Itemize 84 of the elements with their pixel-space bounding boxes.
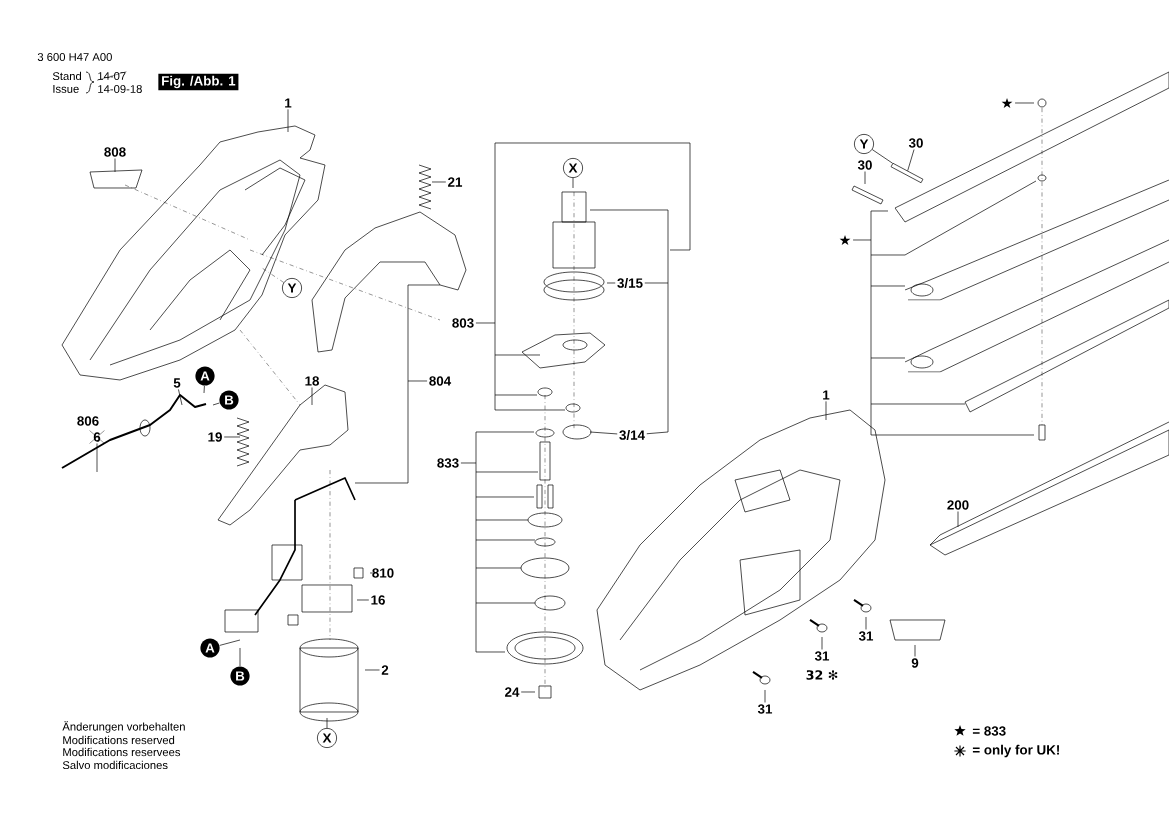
connection-letter: A <box>200 638 220 658</box>
callout-number: 808 <box>104 147 126 157</box>
leader-line <box>96 443 98 473</box>
reference-letter: Y <box>282 278 302 298</box>
leader-line <box>764 689 766 703</box>
callout-number: 810 <box>372 568 394 578</box>
leader-line <box>287 109 289 133</box>
note-text: 14-09-18 <box>98 85 142 93</box>
struck-date: 14-07 <box>96 71 127 81</box>
note-text: Änderungen vorbehalten <box>62 721 185 733</box>
leader-line <box>114 158 116 173</box>
leader-line <box>907 149 915 172</box>
callout-number: 18 <box>305 376 319 386</box>
leader-line <box>914 644 916 657</box>
leader-line <box>311 387 313 406</box>
callout-number: 833 <box>437 458 459 468</box>
callout-number: 32 ✻ <box>806 670 838 680</box>
callout-number: 200 <box>947 500 969 510</box>
callout-number: 16 <box>371 595 385 605</box>
note-text: Stand <box>52 71 81 81</box>
leader-line <box>852 180 1037 436</box>
legend-text: = 833 <box>972 726 1006 736</box>
leader-line <box>178 389 183 406</box>
callout-number: 803 <box>452 318 474 328</box>
callout-number: 806 <box>77 416 99 426</box>
leader-line <box>356 599 370 601</box>
leader-line <box>212 402 220 406</box>
leader-line <box>239 647 241 667</box>
leader-line <box>364 669 380 671</box>
callout-number: 1 <box>823 390 830 400</box>
leader-line <box>520 691 536 693</box>
callout-number: 30 <box>908 138 923 148</box>
figure-tag: Fig. /Abb. 1 <box>158 73 239 91</box>
leader-line <box>864 171 866 185</box>
pin-drawing <box>890 162 924 184</box>
leader-line <box>957 511 959 528</box>
note-text: 3 600 H47 A00 <box>37 53 112 61</box>
connection-letter: A <box>195 366 215 386</box>
leader-line <box>821 636 823 650</box>
leader-line <box>369 572 376 574</box>
callout-number: 19 <box>208 432 222 442</box>
callout-number: 3/14 <box>619 430 645 440</box>
note-text: Modifications reserved <box>63 735 175 745</box>
callout-number: 804 <box>429 376 452 386</box>
callout-number: 24 <box>505 687 520 697</box>
leader-line <box>431 181 447 183</box>
callout-number: 1 <box>285 98 292 108</box>
callout-number: 2 <box>381 665 389 675</box>
leader-line <box>460 431 539 653</box>
leader-line <box>871 149 893 164</box>
note-text: Issue <box>53 85 79 93</box>
connection-letter: B <box>230 666 250 686</box>
leader-line <box>475 142 691 411</box>
legend-text: = only for UK! <box>972 744 1059 758</box>
callout-number: 21 <box>448 177 463 187</box>
callout-number: 31 <box>814 651 830 661</box>
star-symbol: ★ <box>839 234 851 246</box>
leader-line <box>326 717 328 729</box>
callout-number: 31 <box>757 704 773 714</box>
callout-number: 9 <box>911 658 919 668</box>
callout-number: 5 <box>173 378 181 388</box>
callout-number: 3/15 <box>617 278 643 288</box>
callout-number: 30 <box>857 160 872 170</box>
reference-letter: X <box>563 158 583 178</box>
note-text: Salvo modificaciones <box>62 760 168 770</box>
note-text: Modifications reservees <box>63 747 181 757</box>
leader-line <box>589 431 618 435</box>
leader-line <box>1014 102 1035 104</box>
star-symbol: ★ <box>1001 97 1013 109</box>
connection-letter: B <box>219 390 239 410</box>
leader-line <box>825 401 827 421</box>
leader-line <box>219 639 241 646</box>
leader-line <box>572 177 574 189</box>
leader-line <box>203 385 205 394</box>
leader-line <box>354 284 441 484</box>
reference-letter: Y <box>854 134 874 154</box>
callout-number: 6 <box>89 430 105 444</box>
callout-number: 31 <box>858 631 874 641</box>
leader-line <box>589 209 669 435</box>
leader-line <box>606 282 616 284</box>
leader-line <box>261 267 284 283</box>
leader-line <box>865 616 867 630</box>
leader-line <box>223 436 241 438</box>
reference-letter: X <box>317 728 337 748</box>
